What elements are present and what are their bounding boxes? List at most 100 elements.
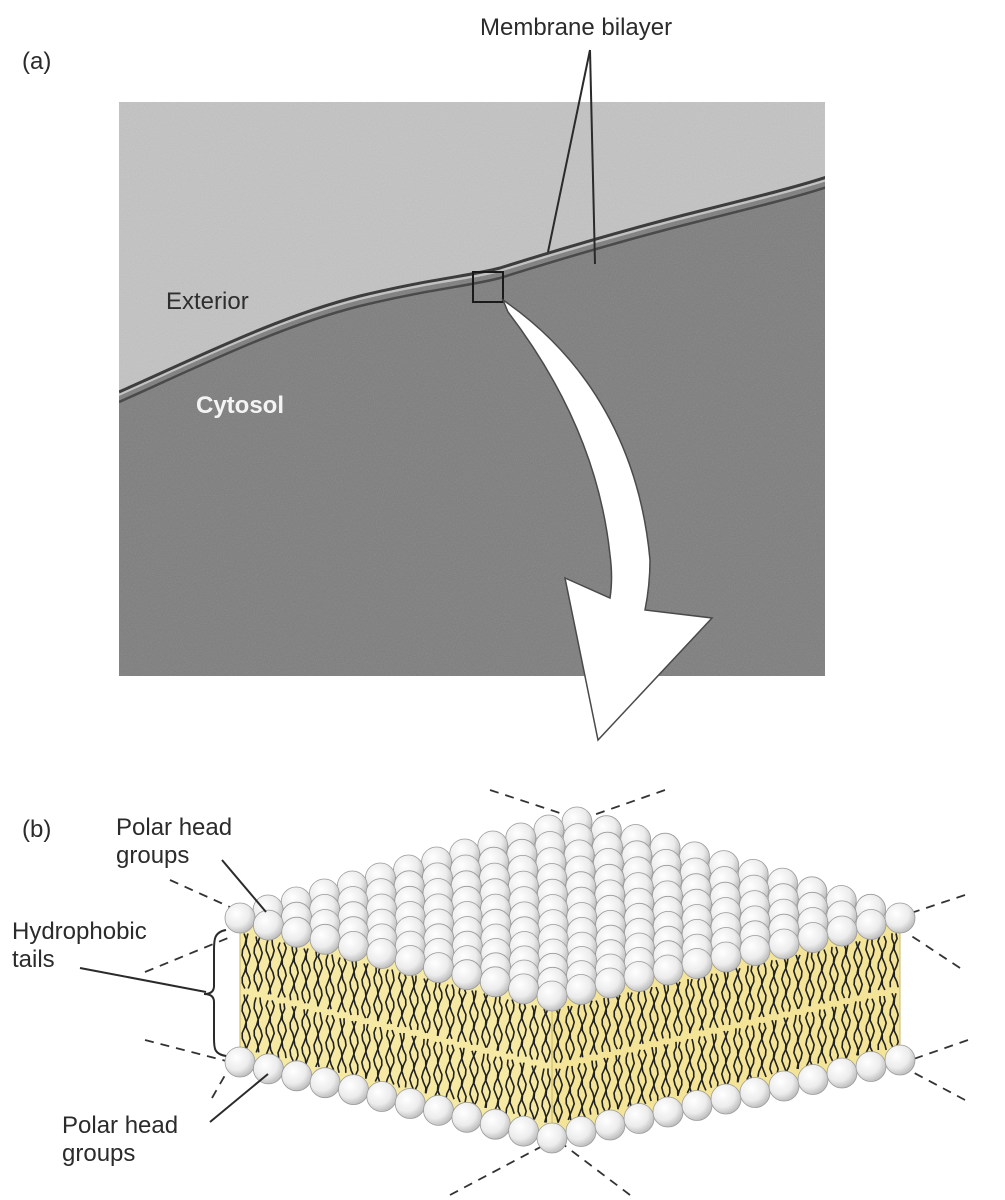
polar-head bbox=[451, 959, 483, 991]
hydrophobic-tail bbox=[517, 1002, 523, 1057]
polar-head bbox=[855, 1051, 887, 1082]
polar-head bbox=[536, 980, 568, 1012]
hydrophobic-tail bbox=[833, 1006, 840, 1062]
hydrophobic-tail bbox=[289, 1006, 296, 1062]
hydrophobic-tail bbox=[881, 995, 888, 1051]
polar-head bbox=[565, 974, 597, 1005]
hydrophobic-tail bbox=[468, 1050, 475, 1106]
polar-head bbox=[797, 922, 829, 953]
hydrophobic-tail bbox=[328, 954, 336, 1010]
polar-head bbox=[281, 916, 313, 948]
polar-head bbox=[224, 902, 256, 934]
hydrophobic-tail bbox=[485, 1053, 491, 1108]
hydrophobic-tail bbox=[772, 1020, 779, 1075]
hydrophobic-tail bbox=[545, 1068, 552, 1123]
hydrophobic-tail bbox=[533, 1005, 540, 1060]
hydrophobic-tail bbox=[829, 946, 835, 1001]
hydrophobic-tail bbox=[628, 1052, 636, 1107]
bottom-polar-heads bbox=[224, 1044, 916, 1154]
hydrophobic-tail bbox=[400, 972, 407, 1028]
hydrophobic-tail bbox=[652, 1047, 659, 1102]
polar-head bbox=[451, 1101, 483, 1133]
hydrophobic-tail bbox=[384, 969, 391, 1025]
hydrophobic-tail bbox=[640, 1049, 648, 1105]
hydrophobic-tail bbox=[893, 993, 900, 1048]
hydrophobic-tail bbox=[340, 957, 348, 1013]
hydrophobic-tail bbox=[521, 1062, 528, 1117]
hydrophobic-tail bbox=[569, 1065, 576, 1121]
hydrophobic-tail bbox=[325, 954, 332, 1010]
hydrophobic-tail bbox=[724, 970, 731, 1026]
hydrophobic-tail bbox=[352, 960, 359, 1016]
hydrophobic-tail bbox=[376, 1026, 383, 1082]
hydrophobic-tail bbox=[412, 975, 419, 1030]
membrane-line-outer bbox=[119, 176, 825, 394]
polar-head bbox=[508, 973, 539, 1005]
polar-head bbox=[623, 1103, 655, 1134]
tails-pointer bbox=[79, 967, 207, 993]
hydrophobic-tail bbox=[497, 996, 503, 1051]
polar-head bbox=[855, 909, 887, 940]
hydrophobic-tail bbox=[853, 1001, 860, 1056]
hydrophobic-tail bbox=[708, 973, 715, 1028]
hydrophobic-tail bbox=[893, 933, 900, 988]
hydrophobic-tail bbox=[444, 1044, 451, 1100]
hydrophobic-tail bbox=[569, 1005, 576, 1061]
polar-head bbox=[768, 928, 800, 960]
hydrophobic-tail bbox=[448, 984, 455, 1040]
membrane-line-inner bbox=[119, 186, 825, 404]
membrane-bilayer-label: Membrane bilayer bbox=[480, 14, 673, 41]
hydrophobic-tail bbox=[472, 1050, 479, 1106]
hydrophobic-tail bbox=[688, 1038, 695, 1094]
hydrophobic-tails-label: Hydrophobic tails bbox=[12, 918, 147, 973]
hydrophobic-tails-line1: Hydrophobic bbox=[12, 918, 147, 945]
polar-head bbox=[281, 1060, 313, 1092]
membrane-pointer-2 bbox=[589, 49, 596, 265]
hydrophobic-tail bbox=[460, 1047, 467, 1103]
hydrophobic-tail bbox=[340, 1018, 347, 1073]
hydrophobic-tail bbox=[768, 960, 775, 1015]
hydrophobic-tail bbox=[664, 984, 671, 1039]
hydrophobic-tail bbox=[336, 1018, 344, 1073]
hydrophobic-tail bbox=[720, 1030, 727, 1086]
hydrophobic-tail bbox=[424, 1038, 431, 1094]
hydrophobic-tail bbox=[736, 1028, 743, 1083]
polar-head bbox=[594, 967, 626, 999]
hydrophobic-tail bbox=[724, 1030, 731, 1086]
hydrophobic-tail bbox=[581, 1062, 588, 1118]
hydrophobic-tail bbox=[821, 949, 827, 1004]
polar-head bbox=[366, 1081, 398, 1112]
hydrophobic-tail bbox=[748, 1025, 755, 1080]
hydrophobic-tail bbox=[797, 1014, 803, 1069]
hydrophobic-tail bbox=[605, 1057, 612, 1113]
hydrophobic-tail bbox=[784, 957, 791, 1012]
hydrophobic-tail bbox=[877, 996, 884, 1051]
hydrophobic-tail bbox=[845, 943, 852, 999]
zoom-arrow bbox=[501, 297, 714, 742]
hydrophobic-tail bbox=[364, 1023, 371, 1079]
polar-head bbox=[739, 1077, 771, 1108]
hydrophobic-tail bbox=[384, 1029, 391, 1085]
hydrophobic-tails-group bbox=[241, 933, 900, 1124]
hydrophobic-tail bbox=[376, 966, 383, 1022]
exterior-label: Exterior bbox=[166, 288, 249, 315]
hydrophobic-tail bbox=[672, 981, 680, 1037]
polar-head bbox=[710, 941, 742, 973]
hydrophobic-tail bbox=[640, 989, 648, 1044]
hydrophobic-tail bbox=[748, 965, 755, 1020]
hydrophobic-tail bbox=[736, 967, 743, 1023]
hydrophobic-tail bbox=[857, 941, 864, 996]
polar-head bbox=[826, 1057, 858, 1089]
hydrophobic-tail bbox=[817, 1009, 823, 1064]
polar-head bbox=[423, 1095, 454, 1126]
hydrophobic-tail bbox=[700, 976, 707, 1031]
hydrophobic-tail bbox=[652, 986, 660, 1042]
hydrophobic-tail bbox=[617, 994, 624, 1050]
hydrophobic-tail bbox=[509, 999, 515, 1054]
hydrophobic-tail bbox=[313, 1012, 320, 1068]
hydrophobic-tail bbox=[557, 1008, 564, 1063]
hydrophobic-tail bbox=[305, 948, 312, 1004]
hydrophobic-tail bbox=[688, 978, 695, 1034]
polar-head bbox=[508, 1115, 539, 1147]
hydrophobic-tail bbox=[484, 993, 491, 1049]
